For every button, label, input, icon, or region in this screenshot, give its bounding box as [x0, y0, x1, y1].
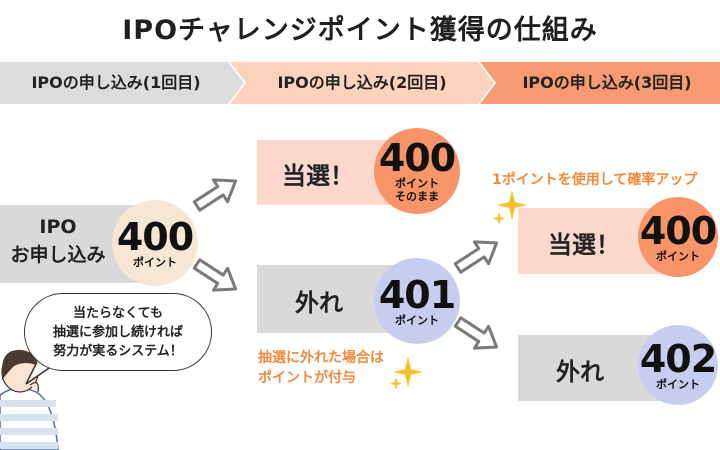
round2-win-points: 400: [378, 136, 456, 180]
start-label-line2: お申し込み: [10, 244, 106, 266]
speech-bubble: 当たらなくても 抽選に参加し続ければ 努力が実るシステム！: [24, 293, 212, 371]
round3-lose-points: 402: [639, 336, 717, 381]
bubble-line1: 当たらなくても: [73, 305, 163, 321]
bubble-line3: 努力が実るシステム！: [53, 343, 183, 359]
round2-win-unit-1: ポイント: [395, 177, 439, 190]
person-illustration: [0, 349, 59, 450]
round2-win-unit-2: そのまま: [395, 190, 439, 203]
banner-1-shape: [0, 62, 244, 104]
round2-lose-circle: 401 ポイント: [374, 258, 460, 344]
start-points-circle: 400 ポイント: [112, 200, 198, 286]
start-points-unit: ポイント: [133, 255, 177, 269]
round2-note-line2: ポイントが付与: [258, 370, 356, 386]
banner-2-shape: [230, 62, 494, 104]
round3-win-unit: ポイント: [656, 249, 700, 263]
round2-note: 抽選に外れた場合は ポイントが付与: [258, 348, 384, 388]
round2-win-label: 当選！: [282, 162, 354, 190]
round3-lose-label: 外れ: [556, 358, 604, 386]
round3-note: 1ポイントを使用して確率アップ: [492, 172, 698, 188]
round2-note-line1: 抽選に外れた場合は: [258, 350, 384, 366]
sparkle-icon: [390, 357, 423, 390]
round3-lose-circle: 402 ポイント: [638, 325, 718, 405]
round3-win-points: 400: [639, 208, 717, 253]
round2-win-circle: 400 ポイント そのまま: [374, 128, 460, 214]
banner-round-1: IPOの申し込み(1回目): [31, 73, 201, 92]
round3-win-circle: 400 ポイント: [638, 197, 718, 277]
start-points-value: 400: [116, 214, 194, 259]
page-title: IPOチャレンジポイント獲得の仕組み: [122, 15, 598, 46]
round2-lose-points: 401: [378, 272, 456, 317]
round3-win-label: 当選！: [548, 231, 620, 259]
sparkle-icon: [493, 190, 527, 225]
round2-lose-unit: ポイント: [395, 313, 439, 327]
start-label-line1: IPO: [39, 216, 77, 238]
round3-lose-unit: ポイント: [656, 377, 700, 391]
bubble-line2: 抽選に参加し続ければ: [52, 324, 183, 340]
banner-3-shape: [480, 62, 720, 104]
banner-round-2: IPOの申し込み(2回目): [277, 73, 447, 92]
round2-lose-label: 外れ: [295, 289, 343, 317]
banner-round-3: IPOの申し込み(3回目): [522, 73, 692, 92]
